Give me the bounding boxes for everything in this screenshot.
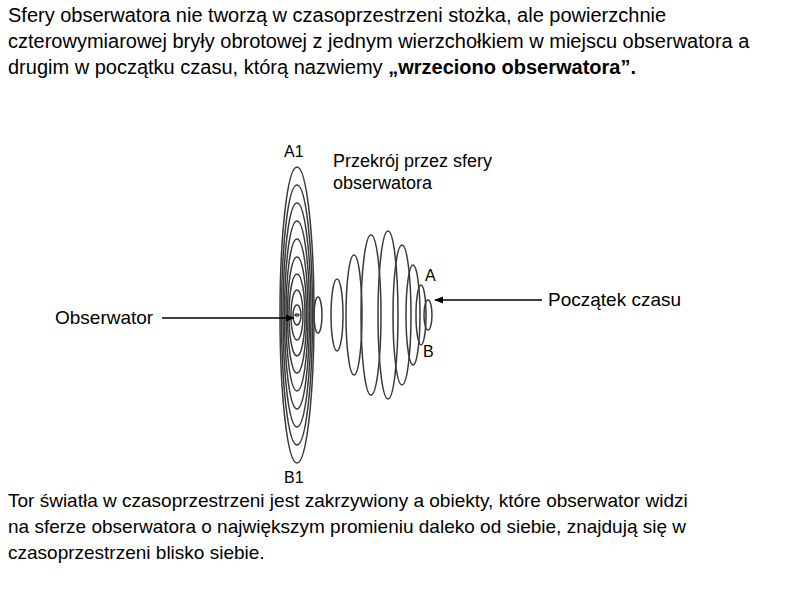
closing-paragraph: Tor światła w czasoprzestrzeni jest zakr… — [8, 488, 708, 566]
sphere-section — [282, 185, 313, 445]
sphere-section — [283, 203, 311, 427]
sphere-section — [291, 290, 303, 340]
term-name: „wrzeciono obserwatora”. — [388, 56, 636, 78]
leader-arrow — [162, 317, 294, 318]
sphere-section — [346, 255, 362, 375]
sphere-section — [286, 239, 308, 391]
point-label: B — [423, 342, 434, 361]
sphere-section — [331, 279, 343, 351]
intro-paragraph: Sfery obserwatora nie tworzą w czasoprze… — [8, 2, 792, 80]
sphere-section — [295, 314, 299, 316]
paragraph-text: Tor światła w czasoprzestrzeni jest zakr… — [8, 490, 688, 563]
point-label: A1 — [284, 142, 304, 161]
sphere-section — [285, 221, 310, 409]
sphere-section — [424, 300, 432, 330]
sphere-section — [393, 245, 411, 385]
sphere-section — [280, 167, 314, 463]
diagram-label: Początek czasu — [548, 288, 681, 311]
point-label: B1 — [284, 468, 304, 487]
leader-arrow — [435, 299, 542, 300]
paragraph-text: Sfery obserwatora nie tworzą w czasoprze… — [8, 4, 749, 78]
diagram-label: Przekrój przez sfery obserwatora — [333, 150, 498, 194]
observer-spheres — [280, 167, 432, 463]
sphere-section — [289, 274, 305, 356]
point-label: A — [425, 266, 436, 285]
sphere-section — [314, 297, 322, 333]
sphere-section — [378, 231, 398, 399]
sphere-section — [406, 265, 420, 365]
diagram-label: Obserwator — [55, 306, 153, 329]
sphere-section — [288, 257, 307, 373]
sphere-section — [293, 305, 301, 325]
